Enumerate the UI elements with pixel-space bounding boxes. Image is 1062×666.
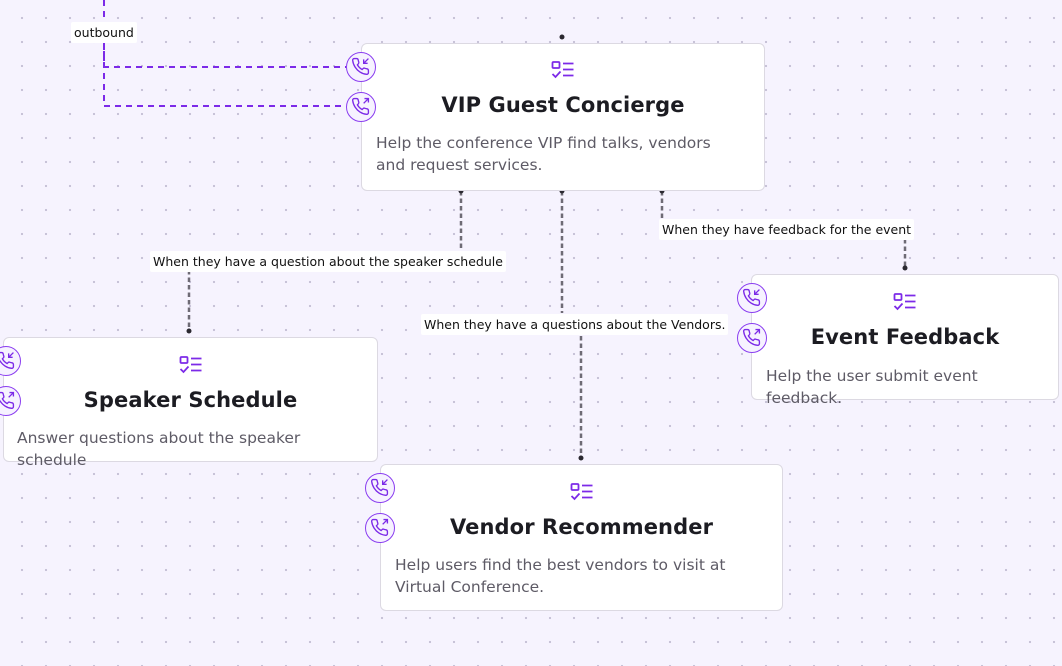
- node-event-feedback[interactable]: Event Feedback Help the user submit even…: [751, 274, 1059, 407]
- phone-incoming-icon[interactable]: [0, 346, 21, 376]
- phone-incoming-icon[interactable]: [737, 283, 767, 313]
- node-title: VIP Guest Concierge: [441, 93, 685, 117]
- node-description: Help the user submit event feedback.: [766, 367, 978, 407]
- phone-outgoing-icon[interactable]: [737, 323, 767, 353]
- agent-list-icon: [570, 483, 592, 501]
- phone-outgoing-icon[interactable]: [346, 92, 376, 122]
- edge-outbound-incoming[interactable]: [103, 0, 346, 68]
- edge-to-feedback[interactable]: [660, 191, 907, 268]
- edge-to-speaker[interactable]: [187, 191, 463, 331]
- node-speaker-schedule[interactable]: Speaker Schedule Answer questions about …: [3, 337, 378, 469]
- node-title: Event Feedback: [810, 325, 1000, 349]
- node-vip-guest-concierge[interactable]: VIP Guest Concierge Help the conference …: [361, 43, 765, 191]
- edge-label-speaker: When they have a question about the spea…: [150, 251, 506, 272]
- handle-dot[interactable]: [186, 328, 192, 334]
- node-title: Vendor Recommender: [449, 515, 714, 539]
- node-description: Help the conference VIP find talks, vend…: [376, 134, 711, 174]
- phone-outgoing-icon[interactable]: [365, 513, 395, 543]
- edge-to-vendor[interactable]: [560, 191, 583, 458]
- agent-list-icon: [893, 293, 916, 311]
- node-title: Speaker Schedule: [83, 388, 298, 412]
- node-vendor-recommender[interactable]: Vendor Recommender Help users find the b…: [380, 464, 783, 611]
- phone-incoming-icon[interactable]: [346, 52, 376, 82]
- handle-dot[interactable]: [559, 34, 565, 40]
- handle-dot[interactable]: [578, 455, 584, 461]
- edge-label-outbound: outbound: [71, 22, 137, 43]
- phone-incoming-icon[interactable]: [365, 473, 395, 503]
- handle-dot[interactable]: [902, 265, 908, 271]
- node-description: Help users find the best vendors to visi…: [395, 556, 726, 596]
- node-description: Answer questions about the speaker sched…: [17, 429, 301, 469]
- edge-label-feedback: When they have feedback for the event: [659, 219, 915, 240]
- agent-list-icon: [551, 61, 574, 79]
- edge-label-vendors: When they have a questions about the Ven…: [421, 314, 729, 335]
- edge-outbound-outgoing[interactable]: [103, 40, 346, 107]
- agent-list-icon: [179, 356, 201, 374]
